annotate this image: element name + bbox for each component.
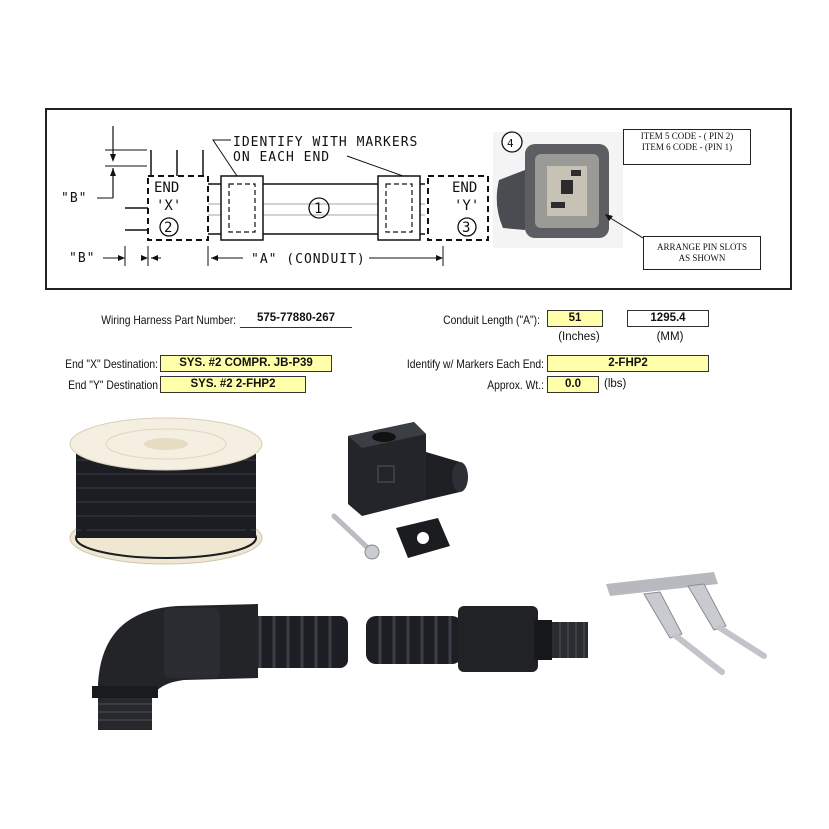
end-y-box <box>427 175 489 241</box>
weight-label: Approx. Wt.: <box>487 378 544 392</box>
slot-note-line2: AS SHOWN <box>678 253 726 263</box>
straight-fitting-icon <box>366 600 592 680</box>
end-x-title: END <box>154 180 179 196</box>
harness-drawing: "B" END 'X' 2 1 IDENTIFY WITH MARKERS ON… <box>45 108 792 290</box>
pin-slot-note: ARRANGE PIN SLOTS AS SHOWN <box>643 236 761 270</box>
weight-value: 0.0 <box>547 376 599 393</box>
end-x-label: End "X" Destination: <box>65 357 158 371</box>
elbow-fitting-icon <box>88 600 350 735</box>
end-y-letter: 'Y' <box>454 198 479 214</box>
slot-note-line1: ARRANGE PIN SLOTS <box>656 242 747 252</box>
dim-b-lower: "B" <box>69 251 95 266</box>
end-x-letter: 'X' <box>156 198 181 214</box>
wire-spool-icon <box>66 410 266 566</box>
part-number-label: Wiring Harness Part Number: <box>101 313 236 327</box>
crimp-pin-icon <box>604 572 774 684</box>
end-x-callout: 2 <box>164 220 172 236</box>
pin-code-note: ITEM 5 CODE - ( PIN 2) ITEM 6 CODE - (PI… <box>623 129 751 165</box>
part-number-value: 575-77880-267 <box>240 311 352 328</box>
marker-note-line1: IDENTIFY WITH MARKERS <box>233 135 418 150</box>
conduit-length-label: Conduit Length ("A"): <box>443 313 540 327</box>
din-connector-icon <box>326 412 476 582</box>
dim-b-upper: "B" <box>61 191 87 206</box>
pin-note-line1: ITEM 5 CODE - ( PIN 2) <box>640 131 734 141</box>
marker-note-line2: ON EACH END <box>233 150 330 165</box>
din-connector-photo <box>493 132 623 248</box>
conduit-length-inches: 51 <box>547 310 603 327</box>
end-x-value: SYS. #2 COMPR. JB-P39 <box>160 355 332 372</box>
marker-sleeve-y <box>377 175 421 241</box>
connector-callout: 4 <box>507 137 515 150</box>
inches-unit: (Inches) <box>558 331 600 343</box>
mm-unit: (MM) <box>656 331 684 343</box>
markers-label: Identify w/ Markers Each End: <box>406 357 544 371</box>
weight-unit: (lbs) <box>604 378 627 390</box>
end-y-title: END <box>452 180 477 196</box>
harness-diagram: "B" END 'X' 2 1 IDENTIFY WITH MARKERS ON… <box>61 126 644 267</box>
end-y-callout: 3 <box>462 220 470 236</box>
markers-value: 2-FHP2 <box>547 355 709 372</box>
conduit-callout: 1 <box>314 201 322 217</box>
end-y-label: End "Y" Destination <box>68 378 158 392</box>
dim-a-conduit: "A" (CONDUIT) <box>251 252 366 267</box>
conduit-length-mm: 1295.4 <box>627 310 709 327</box>
pin-note-line2: ITEM 6 CODE - (PIN 1) <box>641 142 733 152</box>
marker-sleeve-x <box>220 175 264 241</box>
end-y-value: SYS. #2 2-FHP2 <box>160 376 306 393</box>
